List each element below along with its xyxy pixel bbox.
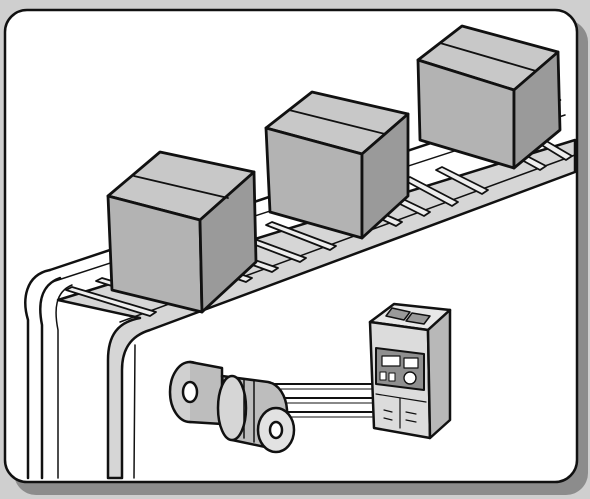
cables: [269, 383, 373, 418]
drive-side: [426, 308, 452, 440]
box-2: [264, 90, 410, 240]
motor-endcap: [216, 374, 248, 442]
belt-near-rail-line2: [133, 344, 136, 479]
drive-panel: [375, 347, 425, 391]
box-3: [416, 24, 562, 170]
box-1: [106, 150, 258, 314]
box-2-side: [360, 112, 410, 240]
drive-key-2: [388, 372, 396, 382]
drive-display: [381, 355, 401, 367]
belt-left-end-inner: [39, 276, 62, 480]
box-1-side: [198, 170, 258, 314]
belt-left-end-inner2: [55, 284, 73, 479]
belt-left-end: [24, 268, 52, 480]
box-3-side: [512, 50, 562, 170]
drive-key-1: [379, 371, 387, 381]
drive-knob: [403, 371, 417, 385]
motor-icon: [168, 360, 296, 454]
inverter-drive-icon: [368, 302, 452, 440]
